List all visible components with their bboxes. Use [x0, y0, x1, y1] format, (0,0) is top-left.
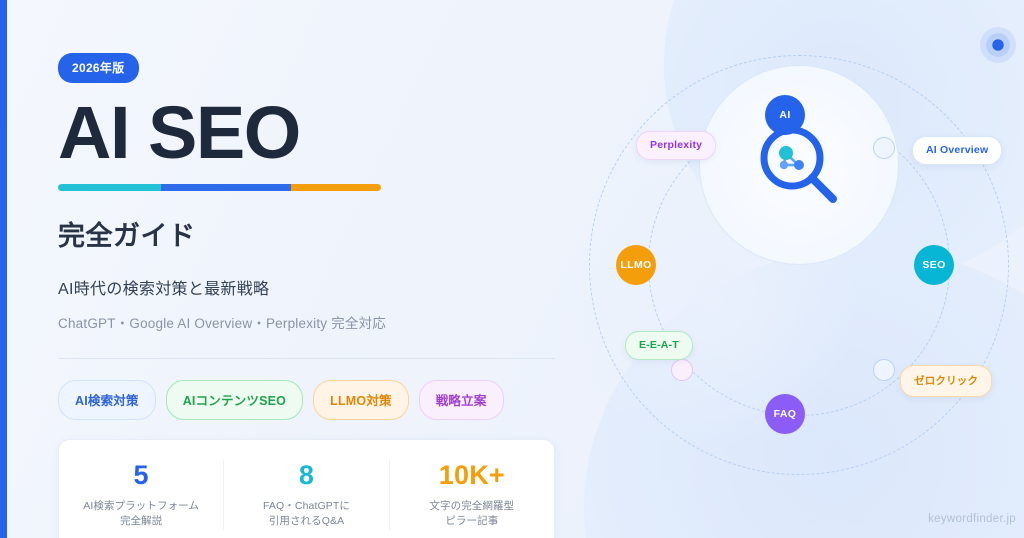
left-accent-rail — [0, 0, 7, 538]
stat-item: 8 FAQ・ChatGPTに 引用されるQ&A — [223, 459, 388, 531]
underline-segment-cyan — [58, 183, 162, 191]
stat-label-line1: 文字の完全網羅型 — [429, 499, 515, 512]
stat-item: 10K+ 文字の完全網羅型 ピラー記事 — [388, 459, 554, 531]
tag-llmo[interactable]: LLMO対策 — [313, 379, 409, 420]
tag-ai-content-seo[interactable]: AIコンテンツSEO — [165, 379, 304, 420]
stat-label: 文字の完全網羅型 ピラー記事 — [396, 499, 548, 531]
orbit-diagram: AI SEO FAQ LLMO Perplexity AI Overview E… — [574, 0, 1024, 538]
stat-value: 10K+ — [438, 459, 505, 490]
stat-label-line2: 引用されるQ&A — [268, 515, 345, 528]
satellite-node-top-right — [873, 137, 895, 159]
stat-label-line2: 完全解説 — [119, 515, 163, 528]
watermark: keywordfinder.jp — [928, 513, 1016, 525]
tag-strategy[interactable]: 戦略立案 — [418, 379, 504, 420]
stat-label-line1: AI検索プラットフォーム — [83, 499, 200, 512]
tag-ai-search[interactable]: AI検索対策 — [58, 379, 156, 420]
decorative-dot-icon — [980, 27, 1016, 63]
divider — [58, 357, 555, 359]
page-subtitle: 完全ガイド — [58, 220, 196, 251]
node-llmo[interactable]: LLMO — [616, 245, 656, 285]
year-badge: 2026年版 — [58, 53, 139, 83]
underline-segment-blue — [161, 183, 291, 191]
stat-value: 5 — [133, 459, 149, 490]
node-faq[interactable]: FAQ — [765, 394, 805, 434]
node-seo[interactable]: SEO — [914, 245, 954, 285]
hero-lede-small: ChatGPT・Google AI Overview・Perplexity 完全… — [58, 315, 386, 331]
pill-zero-click[interactable]: ゼロクリック — [900, 365, 993, 397]
stat-value: 8 — [298, 459, 315, 490]
stat-label-line1: FAQ・ChatGPTに — [263, 499, 350, 512]
title-underline — [58, 183, 381, 191]
stat-label: FAQ・ChatGPTに 引用されるQ&A — [230, 499, 382, 531]
pill-perplexity[interactable]: Perplexity — [636, 131, 717, 160]
pill-eeat[interactable]: E-E-A-T — [625, 331, 693, 360]
hero-lede: AI時代の検索対策と最新戦略 — [58, 280, 270, 298]
node-ai[interactable]: AI — [765, 95, 805, 135]
stat-label: AI検索プラットフォーム 完全解説 — [65, 499, 217, 531]
pill-ai-overview[interactable]: AI Overview — [912, 136, 1003, 165]
stats-card: 5 AI検索プラットフォーム 完全解説 8 FAQ・ChatGPTに 引用される… — [58, 438, 555, 538]
tag-row: AI検索対策 AIコンテンツSEO LLMO対策 戦略立案 — [58, 379, 558, 420]
hero-text-column: 2026年版 AI SEO 完全ガイド AI時代の検索対策と最新戦略 ChatG… — [58, 0, 558, 538]
underline-segment-orange — [290, 183, 381, 191]
satellite-node-bottom-left — [671, 359, 693, 381]
satellite-node-bottom-right — [873, 359, 895, 381]
page-title: AI SEO — [58, 91, 301, 174]
stat-label-line2: ピラー記事 — [445, 515, 499, 528]
stat-item: 5 AI検索プラットフォーム 完全解説 — [59, 460, 223, 531]
search-network-icon — [751, 117, 847, 213]
